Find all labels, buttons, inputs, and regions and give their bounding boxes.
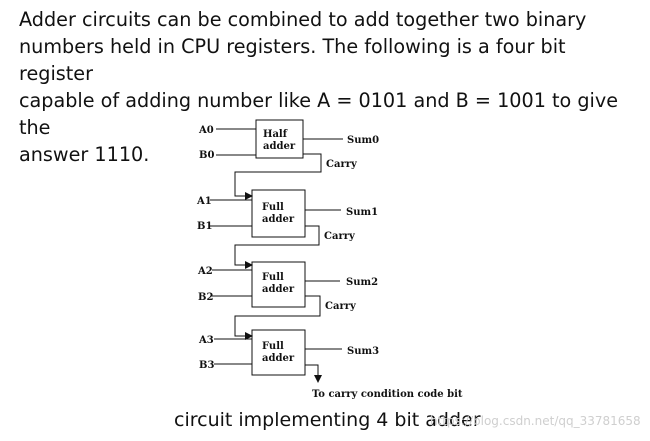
intro-line-4: answer 1110. <box>19 143 150 166</box>
carry-label-1: Carry <box>324 231 356 242</box>
sum-label-0: Sum0 <box>347 135 379 146</box>
watermark-text: https://blog.csdn.net/qq_33781658 <box>430 414 641 428</box>
diagram-caption: circuit implementing 4 bit adder <box>174 409 481 431</box>
carry-label-0: Carry <box>326 159 358 170</box>
sum-label-3: Sum3 <box>347 346 379 357</box>
intro-line-3: capable of adding number like A = 0101 a… <box>19 89 619 139</box>
carry-wire-1 <box>234 225 320 269</box>
adder-type-line1-2: Full <box>262 272 284 283</box>
carry-out-wire <box>305 364 322 383</box>
adder-type-line1-0: Half <box>263 129 288 140</box>
sum-label-2: Sum2 <box>346 277 378 288</box>
adder-type-line2-3: adder <box>262 353 295 364</box>
carry-out-note: To carry condition code bit <box>312 389 463 400</box>
intro-line-2: numbers held in CPU registers. The follo… <box>19 35 566 85</box>
input-label-b3: B3 <box>199 360 214 371</box>
input-label-a3: A3 <box>198 335 214 346</box>
full-adder-box-3 <box>251 329 306 376</box>
input-label-b2: B2 <box>198 292 213 303</box>
carry-wire-2 <box>234 295 321 340</box>
input-label-b0: B0 <box>199 150 214 161</box>
input-label-a2: A2 <box>197 266 213 277</box>
full-adder-box-2 <box>251 261 306 308</box>
adder-type-line2-1: adder <box>262 214 295 225</box>
intro-paragraph: Adder circuits can be combined to add to… <box>19 6 644 168</box>
carry-wire-0 <box>234 153 322 200</box>
adder-type-line2-0: adder <box>263 141 296 152</box>
adder-type-line2-2: adder <box>262 284 295 295</box>
adder-type-line1-1: Full <box>262 202 284 213</box>
input-label-a0: A0 <box>198 125 214 136</box>
input-label-a1: A1 <box>196 196 212 207</box>
full-adder-box-1 <box>251 189 306 238</box>
sum-label-1: Sum1 <box>346 207 378 218</box>
intro-line-1: Adder circuits can be combined to add to… <box>19 8 587 31</box>
input-label-b1: B1 <box>197 221 212 232</box>
carry-label-2: Carry <box>325 301 357 312</box>
adder-type-line1-3: Full <box>262 341 284 352</box>
